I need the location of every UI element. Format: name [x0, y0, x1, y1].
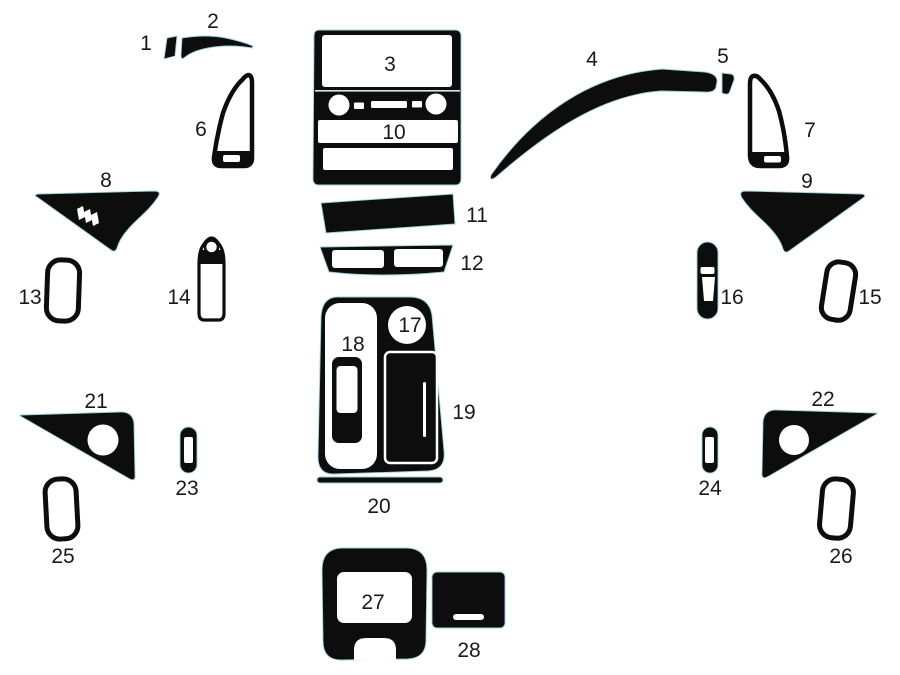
- part-26-ring: [817, 476, 856, 541]
- part-16: 16: [696, 241, 744, 320]
- part-8: 8: [34, 169, 160, 252]
- part-6-slot: [223, 155, 240, 162]
- part-15: 15: [818, 259, 882, 323]
- part-3-display-opening: [322, 35, 452, 87]
- part-13: 13: [18, 257, 83, 324]
- part-19-slit: [423, 382, 426, 437]
- part-1: 1: [140, 32, 178, 60]
- part-22-shape: [761, 409, 878, 479]
- part-12: 12: [319, 244, 484, 276]
- part-21-shape: [19, 411, 136, 481]
- part-26: 26: [817, 476, 856, 568]
- part-16-label: 16: [720, 286, 743, 309]
- part-24-opening: [705, 437, 714, 463]
- part-7-slot: [764, 156, 781, 163]
- part-24-label: 24: [698, 477, 722, 500]
- part-23-opening: [184, 437, 193, 463]
- part-15-ring: [818, 259, 859, 323]
- part-11-shape: [320, 193, 456, 234]
- part-3-label: 3: [384, 53, 396, 76]
- part-8-vent-slot-1: [77, 206, 85, 220]
- part-6: 6: [195, 72, 255, 169]
- part-25-label: 25: [51, 545, 74, 568]
- part-21-label: 21: [84, 390, 107, 413]
- part-2-label: 2: [207, 10, 219, 33]
- part-11-label: 11: [466, 204, 488, 227]
- part-14: 14: [167, 236, 226, 322]
- part-21-speaker-opening: [87, 424, 119, 456]
- part-4-shape: [490, 68, 718, 180]
- part-27-label: 27: [361, 591, 384, 614]
- part-8-vent-slot-2: [84, 209, 92, 223]
- part-5-label: 5: [717, 45, 729, 68]
- part-6-label: 6: [195, 118, 207, 141]
- part-18-gate-opening: [336, 366, 358, 413]
- part-18-label: 18: [341, 333, 364, 356]
- part-28-slot: [453, 614, 484, 620]
- part-9-shape: [740, 190, 866, 253]
- part-14-top-circle: [203, 239, 220, 255]
- part-11: 11: [320, 193, 488, 234]
- part-17-label: 17: [398, 314, 421, 337]
- part-20-strip: [316, 476, 444, 484]
- part-13-label: 13: [18, 286, 41, 309]
- part-1-label: 1: [140, 32, 152, 55]
- radio-console: 3 10: [312, 29, 462, 186]
- part-12-label: 12: [460, 252, 483, 275]
- part-22-speaker-opening: [779, 425, 809, 455]
- part-8-vent-slot-3: [91, 212, 99, 226]
- part-23: 23: [175, 426, 199, 500]
- part-16-slot: [700, 267, 715, 274]
- part-15-label: 15: [858, 286, 881, 309]
- part-12-opening-right: [394, 249, 443, 267]
- part-5-shape: [721, 72, 735, 95]
- part-7-label: 7: [804, 119, 816, 142]
- part-9: 9: [740, 170, 866, 253]
- part-28-label: 28: [457, 639, 480, 662]
- part-27: 27: [321, 547, 428, 661]
- part-14-shoulder-band: [199, 250, 224, 264]
- part-2-shape: [180, 35, 254, 60]
- part-27-bottom-notch: [354, 638, 396, 660]
- part-20-label: 20: [367, 495, 390, 518]
- part-23-label: 23: [175, 477, 198, 500]
- part-14-label: 14: [167, 286, 191, 309]
- part-7: 7: [747, 73, 816, 169]
- part-10-climate-opening: [318, 120, 458, 143]
- part-8-label: 8: [100, 169, 112, 192]
- part-17-knob-opening: [388, 306, 426, 344]
- shifter-console: 17 18 19 20: [316, 296, 476, 518]
- part-28: 28: [431, 571, 506, 662]
- part-2: 2: [180, 10, 254, 60]
- right-knob-opening: [425, 93, 447, 115]
- part-10-label: 10: [382, 121, 405, 144]
- part-25: 25: [42, 476, 81, 568]
- part-4: 4: [490, 48, 718, 180]
- part-21: 21: [19, 390, 136, 481]
- part-19-storage-panel: [383, 350, 439, 465]
- part-16-switch-opening: [702, 277, 715, 301]
- part-22-label: 22: [811, 388, 834, 411]
- part-22: 22: [761, 388, 878, 479]
- button-opening-right: [412, 101, 422, 108]
- lower-vent-opening: [323, 148, 453, 170]
- part-12-opening-left: [332, 250, 384, 268]
- part-13-ring: [43, 257, 83, 324]
- part-26-label: 26: [829, 545, 852, 568]
- part-19-label: 19: [452, 401, 475, 424]
- left-knob-opening: [328, 94, 350, 116]
- part-5: 5: [717, 45, 735, 95]
- part-28-panel: [431, 571, 506, 629]
- bezel-seam-line: [315, 90, 460, 92]
- part-4-label: 4: [586, 48, 598, 71]
- display-strip-opening: [371, 101, 407, 108]
- part-25-ring: [42, 476, 81, 542]
- button-opening-left: [354, 102, 364, 109]
- part-9-label: 9: [801, 170, 813, 193]
- part-27-opening: [337, 572, 412, 623]
- part-1-shape: [163, 35, 178, 60]
- part-24: 24: [698, 426, 722, 500]
